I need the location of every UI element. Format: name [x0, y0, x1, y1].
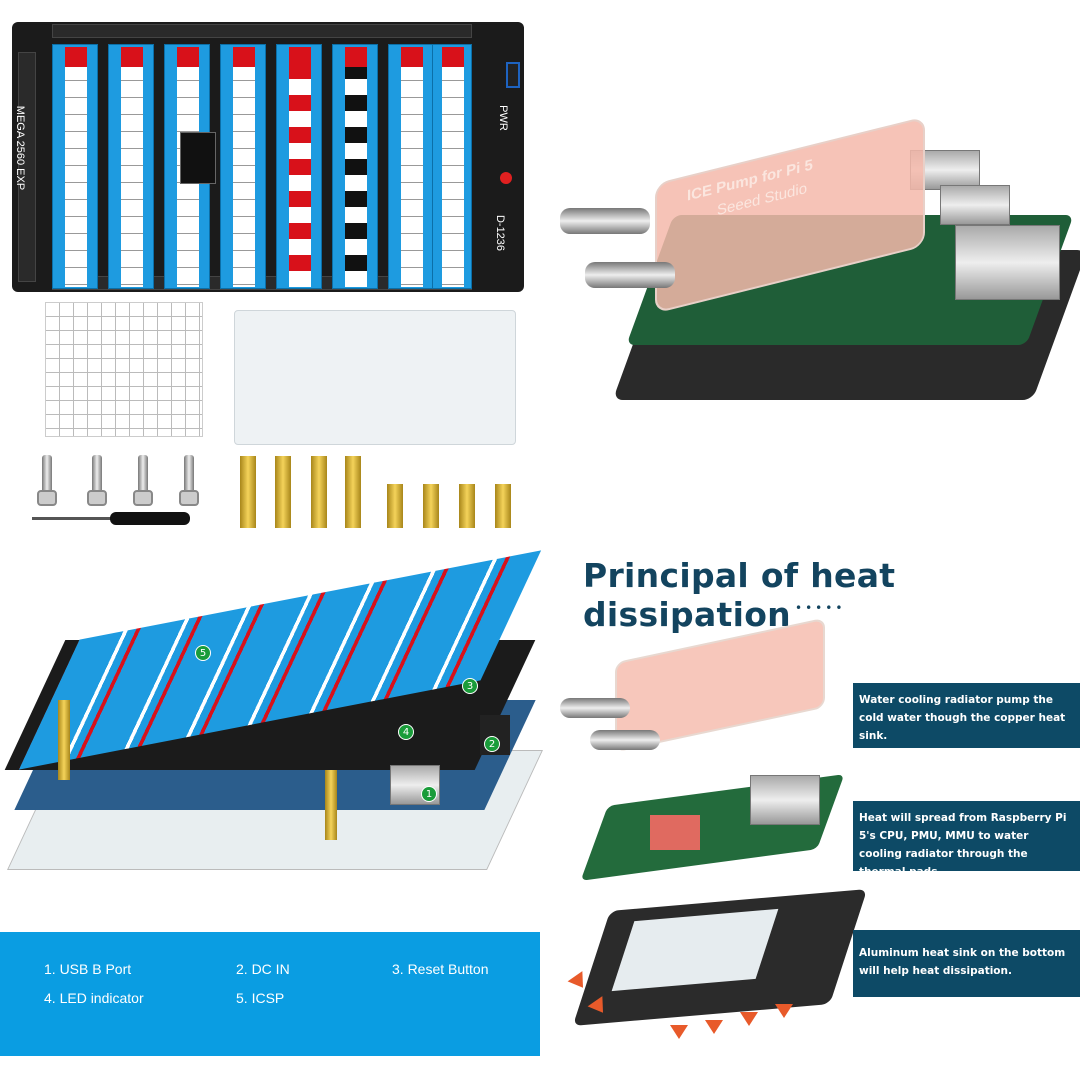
- model-label: D-1236: [494, 214, 507, 252]
- note-pump: Water cooling radiator pump the cold wat…: [853, 683, 1080, 748]
- badge-reset: 3: [462, 678, 478, 694]
- board-label: MEGA 2560 EXP: [14, 105, 27, 191]
- standoff-long: [275, 456, 291, 528]
- nut: [87, 490, 107, 506]
- heat-arrow-icon: [705, 1020, 723, 1034]
- badge-led: 4: [398, 724, 414, 740]
- standoff: [325, 770, 337, 840]
- ethernet-port: [955, 225, 1060, 300]
- standoff-long: [311, 456, 327, 528]
- standoff-short: [495, 484, 511, 528]
- component-legend: 1. USB B Port 2. DC IN 3. Reset Button 4…: [0, 932, 540, 1056]
- legend-item: 1. USB B Port: [44, 961, 132, 977]
- legend-item: 4. LED indicator: [44, 990, 144, 1006]
- heat-arrow-icon: [670, 1025, 688, 1039]
- terminal-column: [108, 44, 154, 289]
- nut: [133, 490, 153, 506]
- thermal-pad-large: [611, 908, 779, 992]
- screwdriver-shaft: [32, 517, 112, 520]
- legend-item: 3. Reset Button: [392, 961, 489, 977]
- section-title: Principal of heat dissipation: [583, 556, 896, 634]
- screw: [92, 455, 102, 495]
- pi-ports: [750, 775, 820, 825]
- outlet-nozzle: [585, 262, 675, 288]
- heat-arrow-icon: [775, 1004, 793, 1018]
- screw: [42, 455, 52, 495]
- badge-icsp: 5: [195, 645, 211, 661]
- note-heatsink: Aluminum heat sink on the bottom will he…: [853, 930, 1080, 997]
- terminal-column: [388, 44, 434, 289]
- heat-arrow-icon: [740, 1012, 758, 1026]
- acrylic-base-plate: [234, 310, 516, 445]
- standoff: [58, 700, 70, 780]
- legend-item: 5. ICSP: [236, 990, 285, 1006]
- icsp-header: [180, 132, 216, 184]
- outlet-nozzle: [590, 730, 660, 750]
- inlet-nozzle: [560, 698, 630, 718]
- terminal-column: [52, 44, 98, 289]
- thermal-pad: [650, 815, 700, 850]
- terminal-shield-board: MEGA 2560 EXP PWR D-1236: [12, 22, 524, 292]
- legend-item: 2. DC IN: [236, 961, 290, 977]
- pin-header: [52, 24, 472, 38]
- nut: [37, 490, 57, 506]
- note-spread: Heat will spread from Raspberry Pi 5's C…: [853, 801, 1080, 878]
- reset-button: [506, 62, 520, 88]
- pwr-led: [500, 172, 512, 184]
- pin-label-sticker: [45, 302, 203, 437]
- standoff-long: [345, 456, 361, 528]
- badge-usb: 1: [421, 786, 437, 802]
- pwr-label: PWR: [496, 105, 509, 131]
- nut: [179, 490, 199, 506]
- terminal-column: [220, 44, 266, 289]
- terminal-column: [332, 44, 378, 289]
- terminal-column: [432, 44, 472, 289]
- title-decoration: •••••: [795, 601, 846, 615]
- screwdriver-handle: [110, 512, 190, 525]
- screw: [138, 455, 148, 495]
- badge-dc: 2: [484, 736, 500, 752]
- usb-port: [940, 185, 1010, 225]
- terminal-column: [276, 44, 322, 289]
- standoff-long: [240, 456, 256, 528]
- screw: [184, 455, 194, 495]
- standoff-short: [423, 484, 439, 528]
- pin-header: [18, 52, 36, 282]
- standoff-short: [387, 484, 403, 528]
- inlet-nozzle: [560, 208, 650, 234]
- standoff-short: [459, 484, 475, 528]
